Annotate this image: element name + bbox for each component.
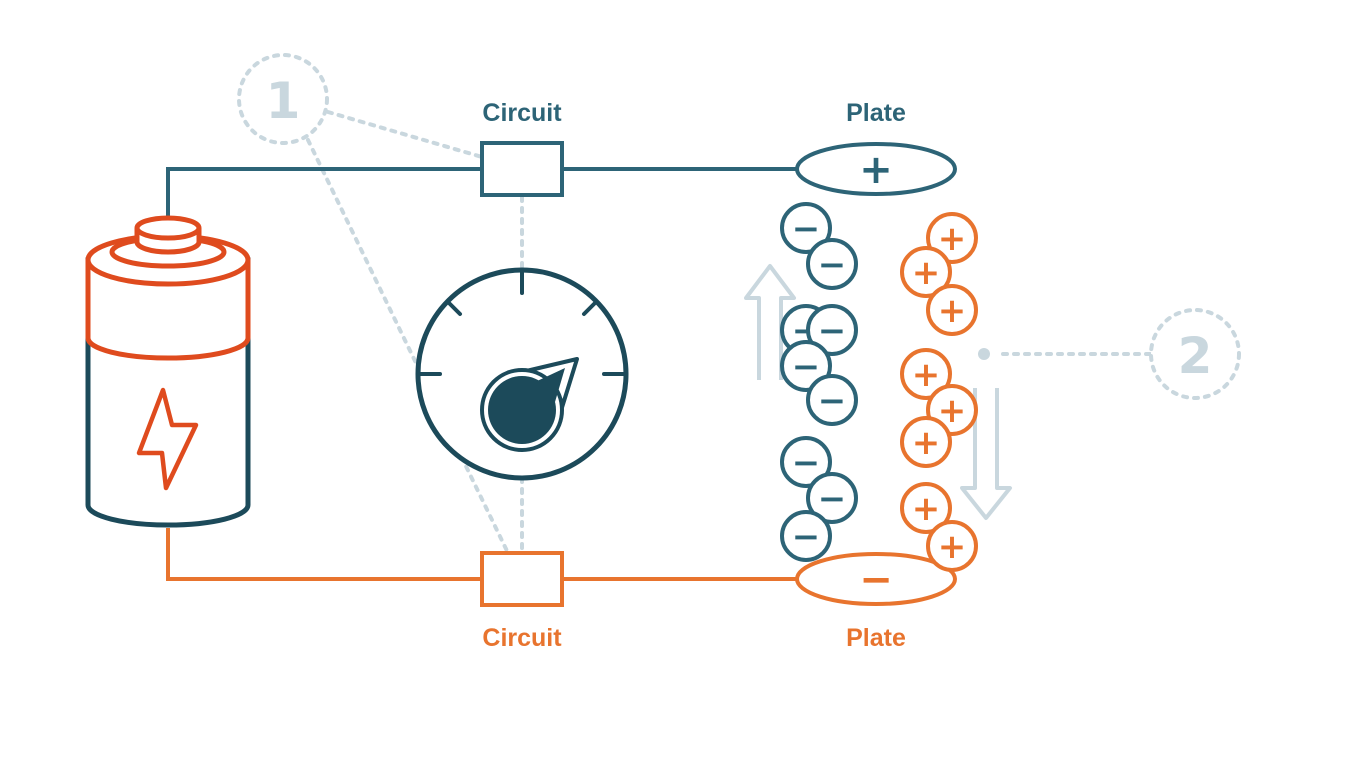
arrow-up-icon — [744, 264, 796, 380]
positive-charge: + — [926, 284, 978, 336]
negative-charge-sign: − — [792, 443, 821, 483]
lightning-bolt-icon — [136, 387, 199, 491]
positive-charge-sign: + — [938, 291, 967, 331]
negative-charges: −−−−−−−−− — [780, 202, 858, 562]
top-circuit-label: Circuit — [482, 99, 562, 127]
callout-leader-dot — [978, 348, 990, 360]
battery-icon — [85, 215, 251, 528]
top-plate-plus-sign: + — [859, 147, 893, 193]
bottom-plate-minus-sign: − — [859, 557, 893, 603]
arrow-down-icon — [960, 388, 1012, 520]
positive-charge-sign: + — [912, 423, 941, 463]
positive-charge: + — [900, 482, 952, 534]
top-plate-label: Plate — [846, 99, 906, 127]
positive-charge-sign: + — [912, 253, 941, 293]
bottom-wire — [166, 528, 796, 581]
negative-charge-sign: − — [792, 517, 821, 557]
positive-charge: + — [900, 416, 952, 468]
negative-charge: − — [780, 436, 832, 488]
positive-charge: + — [900, 246, 952, 298]
callout-leaders — [306, 110, 1152, 555]
positive-charge-sign: + — [912, 355, 941, 395]
positive-charge-sign: + — [912, 489, 941, 529]
callout-2: 2 — [1149, 308, 1241, 400]
positive-charge: + — [900, 348, 952, 400]
top-wire — [166, 167, 796, 218]
callout-1: 1 — [237, 53, 329, 145]
callout-2-label: 2 — [1178, 327, 1213, 385]
negative-charge: − — [806, 304, 858, 356]
callout-1-label: 1 — [266, 72, 301, 130]
negative-charge: − — [806, 374, 858, 426]
positive-charge-sign: + — [938, 527, 967, 567]
negative-charge: − — [780, 202, 832, 254]
bottom-circuit-label: Circuit — [482, 624, 562, 652]
negative-charge: − — [780, 510, 832, 562]
top-circuit-box — [480, 141, 564, 197]
top-plate: + — [795, 142, 957, 196]
negative-charge: − — [806, 238, 858, 290]
negative-charge-sign: − — [792, 209, 821, 249]
negative-charge: − — [806, 472, 858, 524]
gauge-icon — [415, 267, 629, 481]
positive-charge: + — [926, 520, 978, 572]
bottom-plate: − — [795, 552, 957, 606]
bottom-plate-label: Plate — [846, 624, 906, 652]
positive-charges: ++++++++ — [900, 212, 978, 572]
negative-charge-sign: − — [818, 311, 847, 351]
negative-charge: − — [780, 340, 832, 392]
negative-charge-sign: − — [818, 479, 847, 519]
negative-charge-sign: − — [818, 245, 847, 285]
negative-charge-sign: − — [818, 381, 847, 421]
bottom-circuit-box — [480, 551, 564, 607]
